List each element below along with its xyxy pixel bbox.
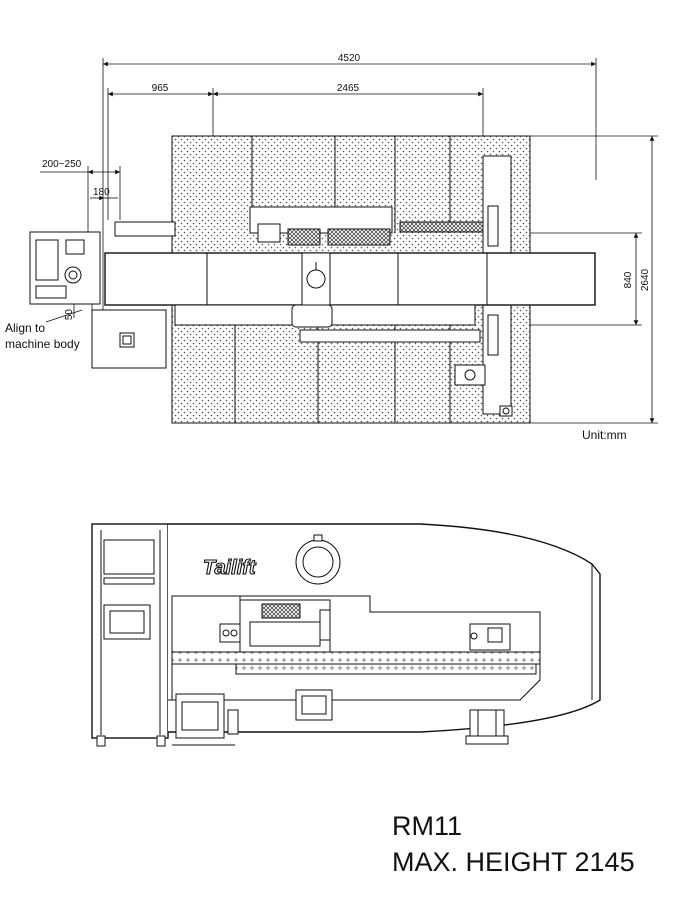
dim-overall-depth: 2640 — [640, 268, 651, 291]
dim-overall-width: 4520 — [338, 53, 361, 64]
table-rail — [171, 651, 541, 665]
model-name: RM11 — [392, 811, 463, 841]
align-note-line1: Align to — [5, 321, 45, 335]
align-note: Align to machine body — [5, 309, 83, 351]
dim-offset-small: 180 — [93, 187, 110, 198]
align-note-line2: machine body — [5, 337, 80, 351]
side-view — [91, 523, 601, 747]
main-frame-beam — [104, 252, 596, 306]
dim-left-span: 965 — [152, 83, 169, 94]
max-height: MAX. HEIGHT 2145 — [392, 847, 635, 877]
clamp-rail — [299, 329, 481, 343]
brand-logo: Tailift — [203, 557, 257, 579]
model-info: RM11 MAX. HEIGHT 2145 — [392, 808, 635, 880]
top-view: 4520 965 2465 200~250 180 50 840 2640 — [29, 53, 658, 424]
dimension-lines — [40, 58, 658, 424]
dim-table-gap: 840 — [623, 271, 634, 288]
turret-center-icon — [306, 269, 326, 289]
support-stand — [469, 709, 505, 739]
unit-label: Unit:mm — [582, 428, 627, 442]
clamp-unit — [454, 364, 486, 386]
dim-offset-range: 200~250 — [42, 159, 82, 170]
dim-right-span: 2465 — [337, 83, 360, 94]
